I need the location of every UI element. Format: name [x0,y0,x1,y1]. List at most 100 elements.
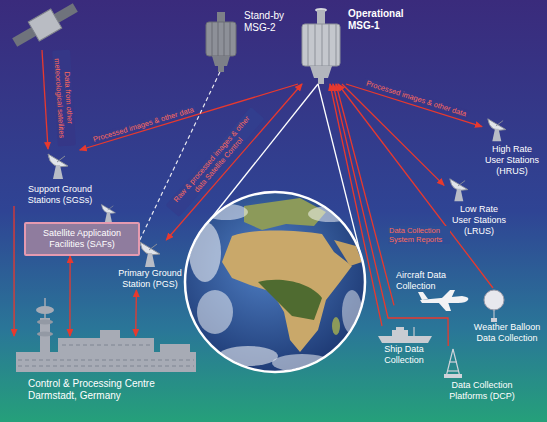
node-label: Stand-by MSG-2 [244,10,290,34]
other-satellite [28,9,62,41]
platform-mast [447,370,459,371]
earth-globe [218,346,278,366]
data-arrow [42,50,48,149]
msg2-satellite [218,22,219,56]
platform-mast [444,374,462,378]
earth-globe [185,192,365,372]
data-link [330,84,382,326]
msg2-satellite [212,56,230,66]
data-collector: Weather Balloon Data Collection [472,288,542,344]
platform-mast [449,361,457,362]
msg1-satellite [318,78,324,84]
node-label: Aircraft Data Collection [396,270,452,292]
node-label: Operational MSG-1 [348,8,412,32]
ship-icon [413,327,414,336]
control-building [16,298,196,372]
control-centre: Control & Processing Centre Darmstadt, G… [12,336,200,402]
earth-globe [332,317,340,335]
node-label: Data Collection Platforms (DCP) [444,380,520,402]
node-label: Satellite Application Facilities (SAFs) [34,228,130,250]
control-building [18,366,194,367]
data-link [338,84,493,288]
earth-globe [189,222,221,282]
dish-antenna [101,204,115,222]
edge-label-patch: Processed images & other data [363,78,469,119]
balloon-icon [491,318,497,322]
msg1-satellite [308,24,309,66]
note-label: Data from other meteorological satellite… [52,51,76,146]
balloon-icon [494,310,495,318]
msg1-satellite [336,24,337,66]
control-building [100,330,120,338]
earth-globe [185,192,365,372]
control-building [37,332,53,337]
other-satellite [9,0,81,52]
data-collector: Ship Data Collection [376,326,432,366]
msg2-satellite [206,12,236,72]
user-station: Low Rate User Stations (LRUS) [444,177,514,237]
edge-label-patch: Processed images & other data [90,104,197,144]
ship-icon [378,336,432,343]
data-link [346,84,482,127]
note-patch: Data from other meteorological satellite… [52,50,76,147]
node-label: Primary Ground Station (PGS) [116,268,184,290]
msg1-satellite [302,24,340,66]
data-collector: Aircraft Data Collection [394,268,472,312]
user-station: High Rate User Stations (HRUS) [482,117,542,177]
note-patch: Data Collection System Reports [388,226,450,244]
control-building [160,344,190,352]
platform-mast [444,349,462,378]
edge-label-patch: Raw & processed images & other data Sate… [166,107,265,217]
msg1-satellite [329,24,330,66]
node-label: Ship Data Collection [379,344,429,366]
node-label: Weather Balloon Data Collection [472,322,542,344]
balloon-icon [484,290,504,310]
satellite-standby: Stand-by MSG-2 [194,6,290,72]
platform-mast [446,349,453,377]
msg2-satellite [206,22,236,56]
earth-globe [197,290,233,334]
aircraft-icon [418,290,468,311]
data-link [333,84,448,346]
earth-globe [222,231,352,353]
earth-globe [308,206,352,222]
msg2-satellite [230,22,231,56]
note-label: Data Collection System Reports [389,226,449,244]
edge-label: Processed images & other data [92,105,195,144]
dish-antenna [48,154,68,179]
data-link [80,84,298,150]
platform-mast [453,349,460,377]
node-label: Control & Processing Centre Darmstadt, G… [28,378,178,402]
msg1-satellite [310,66,332,78]
node-label: High Rate User Stations (HRUS) [483,144,541,177]
msg1-satellite [315,24,316,66]
msg2-satellite [224,22,225,56]
msg2-satellite [217,12,225,22]
data-collector: Data Collection Platforms (DCP) [436,346,528,402]
facility-box: Satellite Application Facilities (SAFs) [24,222,140,256]
dish-antenna [450,179,468,202]
data-link [135,290,137,336]
node-label: Support Ground Stations (SGSs) [22,184,98,206]
control-building [18,360,194,361]
ground-station: Primary Ground Station (PGS) [116,240,184,290]
msg1-satellite [317,10,325,24]
msg1-satellite [302,8,340,84]
msg2-satellite [218,66,224,72]
edge-label: Processed images & other data [365,79,468,119]
ship-icon [396,327,404,330]
aircraft-icon [438,302,451,311]
aircraft-icon [418,292,428,300]
msg2-satellite [212,22,213,56]
control-building [36,306,54,314]
earth-globe [185,192,365,372]
data-link [336,84,394,305]
ground-station: Support Ground Stations (SGSs) [8,150,112,206]
ship-icon [378,327,432,343]
edge-label: Raw & processed images & other data Sate… [167,109,263,216]
dish-antenna [140,242,160,267]
control-building [58,338,154,352]
